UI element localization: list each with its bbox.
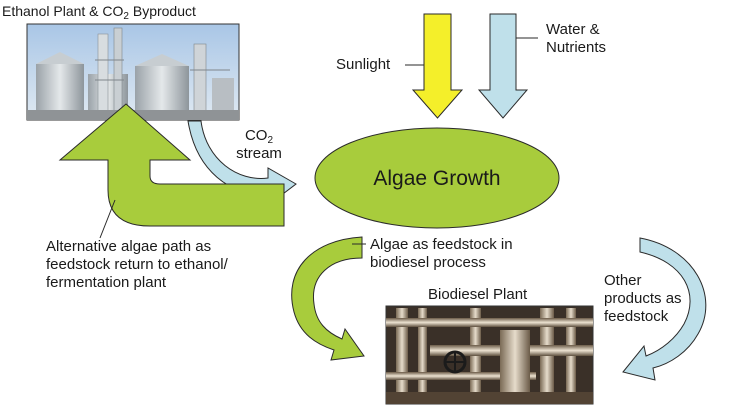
- algae-growth-label: Algae Growth: [373, 167, 501, 190]
- other-products-label: Other products as feedstock: [604, 272, 682, 326]
- biodiesel-plant-title: Biodiesel Plant: [428, 286, 528, 303]
- co2-prefix: CO: [244, 127, 268, 144]
- other-products-line3: feedstock: [604, 308, 669, 325]
- feedstock-biodiesel-line2: biodiesel process: [370, 254, 486, 271]
- other-products-line2: products as: [604, 290, 682, 307]
- sunlight-label: Sunlight: [336, 56, 391, 73]
- water-nutrients-arrow: [477, 13, 529, 119]
- co2-stream-label: CO2 stream: [230, 127, 288, 163]
- co2-sub: 2: [267, 135, 274, 146]
- alternative-path-line1: Alternative algae path as: [46, 238, 212, 255]
- alternative-path-label: Alternative algae path as feedstock retu…: [46, 238, 228, 292]
- alternative-path-line3: fermentation plant: [46, 274, 167, 291]
- alternative-path-arrow: [58, 103, 285, 227]
- biodiesel-plant-photo: [385, 305, 594, 405]
- other-products-arrow: [622, 237, 707, 381]
- water-label-line2: Nutrients: [546, 39, 607, 56]
- ethanol-plant-title-prefix: Ethanol Plant & CO: [2, 3, 124, 19]
- ethanol-plant-title-sub: 2: [123, 11, 129, 22]
- alternative-path-line2: feedstock return to ethanol/: [46, 256, 228, 273]
- co2-stream-line2: stream: [236, 145, 282, 162]
- water-label-line1: Water &: [546, 21, 600, 38]
- ethanol-plant-photo: [26, 23, 240, 121]
- feedstock-biodiesel-line1: Algae as feedstock in: [370, 236, 513, 253]
- alternative-path-leader-line: [99, 199, 116, 239]
- feedstock-biodiesel-label: Algae as feedstock in biodiesel process: [370, 236, 513, 272]
- other-products-line1: Other: [604, 272, 642, 289]
- ethanol-plant-title: Ethanol Plant & CO2 Byproduct: [2, 2, 196, 22]
- ethanol-plant-title-suffix: Byproduct: [128, 3, 196, 19]
- sunlight-arrow: [411, 13, 464, 119]
- algae-growth-ellipse: [314, 127, 560, 229]
- feedstock-biodiesel-arrow: [291, 236, 365, 361]
- water-nutrients-label: Water & Nutrients: [546, 21, 606, 57]
